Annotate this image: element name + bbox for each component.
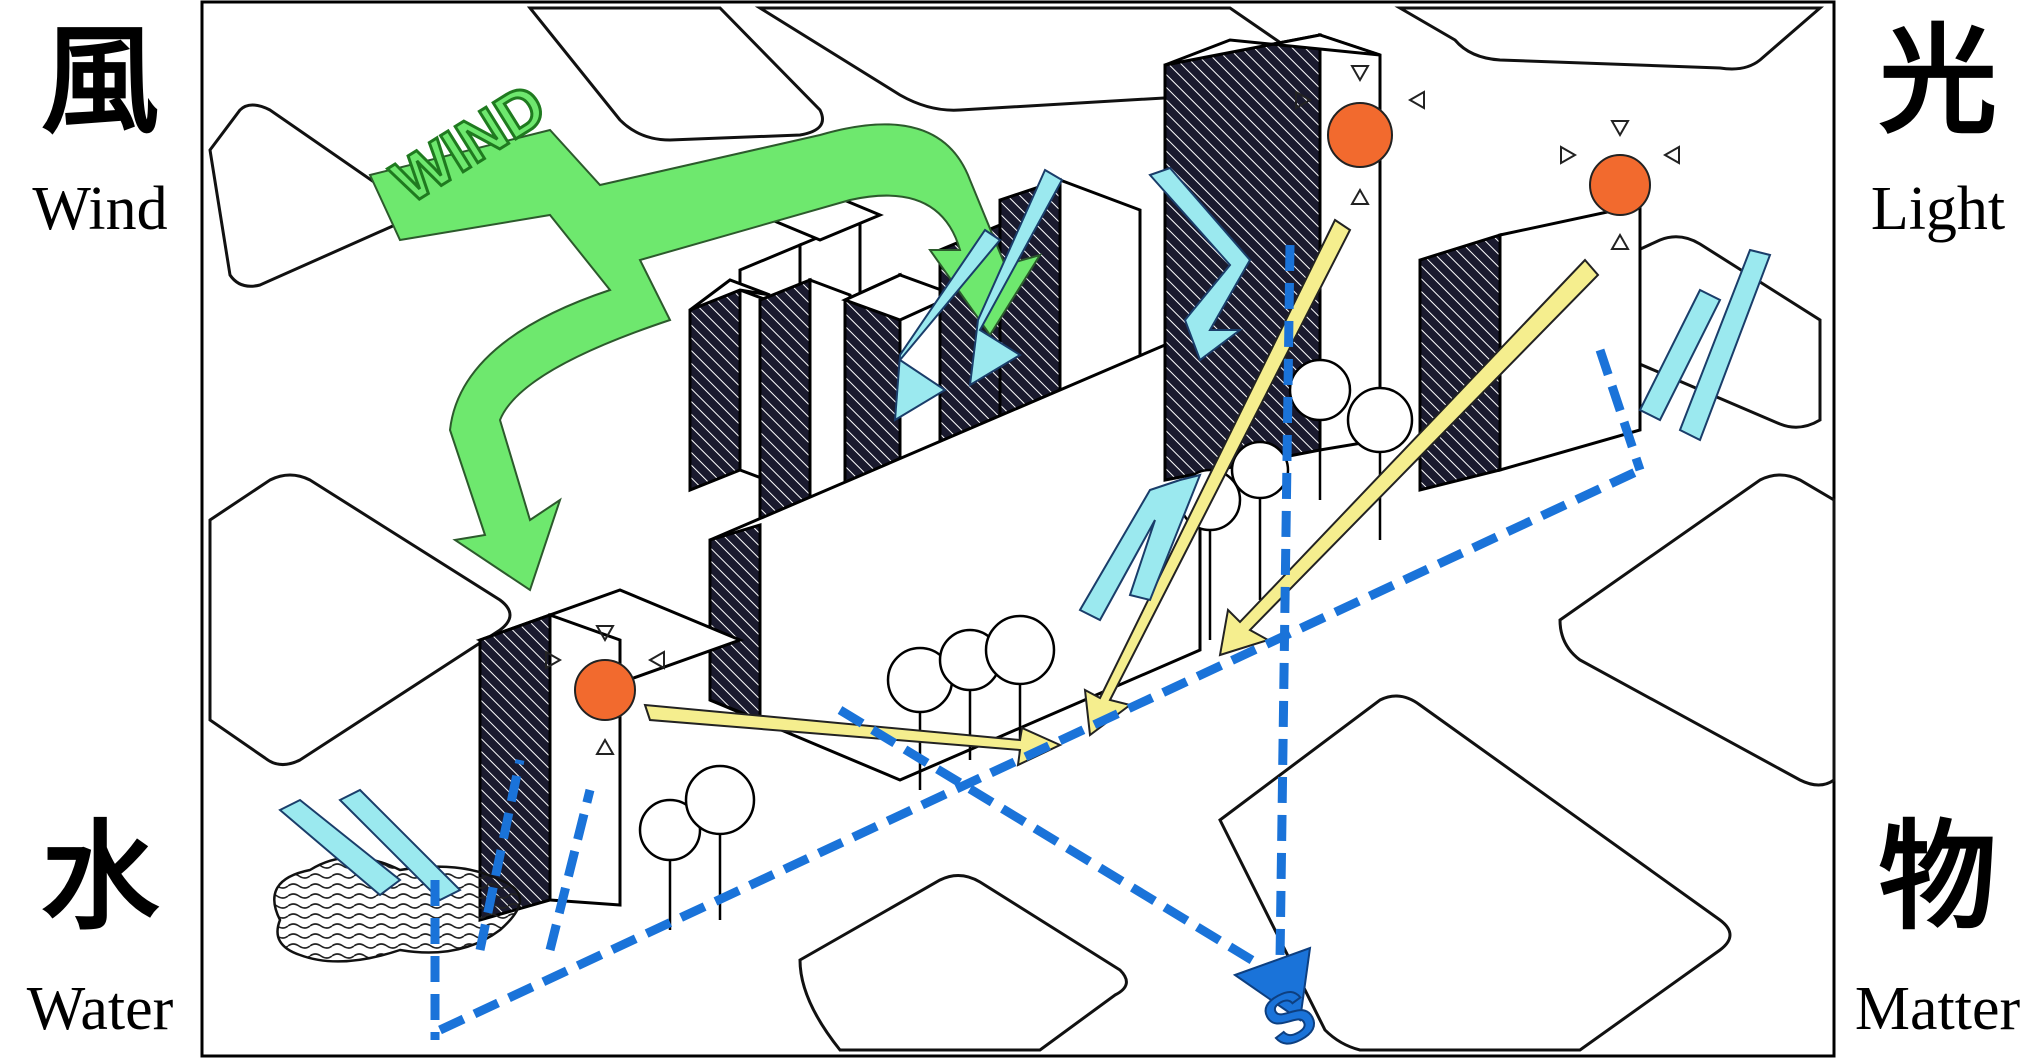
rain-arrow-7 (278, 798, 402, 897)
block-top-3 (1394, 6, 1825, 71)
block-left-2 (208, 473, 512, 766)
rain-arrow-5 (1678, 248, 1772, 442)
light-glyph: 光 (1878, 11, 1997, 150)
sunlight-rays (643, 218, 1600, 767)
wind-glyph: 風 (40, 11, 159, 150)
rain-arrow-4 (1078, 473, 1202, 622)
sun-tower (1295, 65, 1425, 205)
rain-arrow-2 (968, 168, 1064, 387)
sun-front (545, 625, 665, 755)
direction-lines (430, 244, 1645, 1040)
pond (273, 856, 522, 963)
block-bottom-mid (798, 874, 1128, 1052)
long-block (708, 327, 1202, 782)
water-label: Water (26, 975, 174, 1043)
wind-corner: 風 Wind (10, 11, 190, 243)
direction-line-tree-2 (545, 788, 595, 952)
light-label: Light (1870, 175, 2006, 243)
block-top-1 (526, 6, 824, 142)
light-corner: 光 Light (1848, 11, 2028, 243)
direction-line-right (1595, 348, 1645, 472)
rain-arrow-6 (1638, 288, 1722, 422)
rain-arrows (278, 166, 1772, 902)
wind-label: Wind (32, 175, 168, 243)
rain-arrow-1 (893, 228, 1002, 422)
matter-glyph: 物 (1878, 807, 1997, 946)
matter-label: Matter (1854, 975, 2021, 1043)
sunlight-ray-2 (1218, 258, 1600, 657)
sun-right (1560, 120, 1680, 250)
trees (638, 358, 1414, 930)
direction-line-diagonal (837, 706, 1263, 969)
wind-arrow (368, 123, 1043, 592)
water-corner: 水 Water (0, 807, 200, 1043)
direction-line-main (438, 465, 1642, 1035)
isometric-site-drawing: WIND (200, 0, 1836, 1058)
block-bottom-right (1218, 694, 1732, 1052)
matter-corner: 物 Matter (1838, 807, 2037, 1043)
direction-line-vertical (1275, 244, 1295, 961)
rain-arrow-3 (1148, 166, 1252, 362)
south-arrowhead (1232, 946, 1312, 1022)
suns (545, 65, 1680, 755)
direction-line-tree-1 (475, 759, 525, 951)
water-glyph: 水 (40, 807, 159, 946)
block-right (1558, 473, 1836, 787)
rain-arrow-8 (338, 788, 462, 902)
